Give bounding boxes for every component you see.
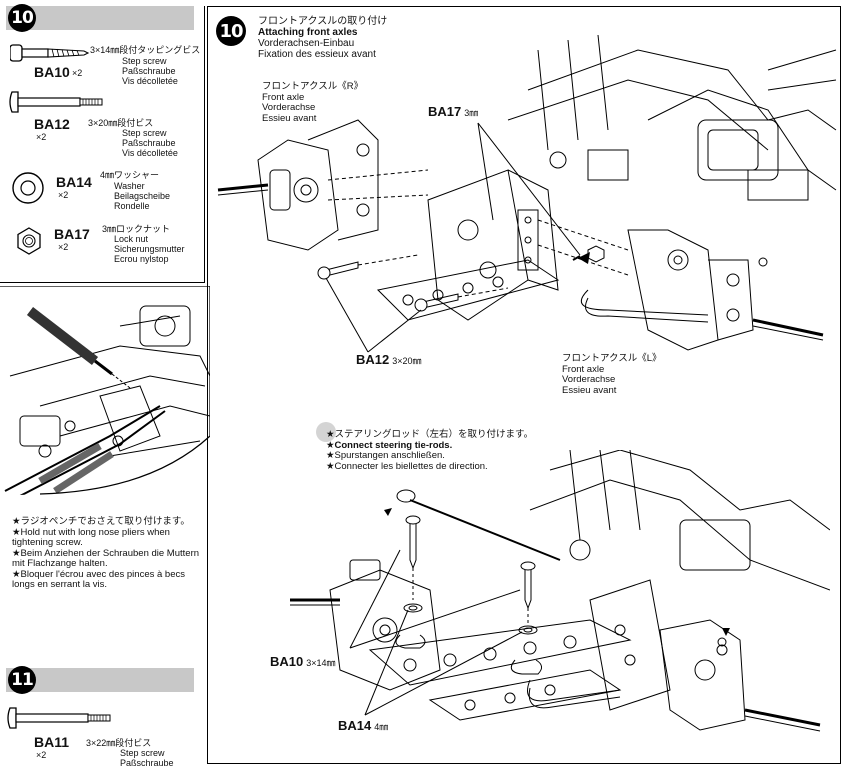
step10-number-badge: 10 — [8, 4, 36, 32]
ba12-qty: ×2 — [36, 132, 47, 142]
main-step-title: フロントアクスルの取り付け Attaching front axles Vord… — [258, 16, 388, 60]
front-axle-l-label: フロントアクスル《L》 Front axle Vorderachse Essie… — [562, 353, 662, 396]
ba17-code: BA17 — [54, 226, 90, 242]
ba14-code: BA14 — [56, 174, 92, 190]
ba14-qty: ×2 — [58, 190, 69, 200]
pliers-note: ★ラジオペンチでおさえて取り付けます。 ★Hold nut with long … — [12, 516, 200, 590]
tierod-note-highlight — [316, 422, 336, 442]
ba12-code: BA12 — [34, 116, 70, 132]
ba14-spec: 4㎜ワッシャー — [100, 170, 160, 180]
ba10-code: BA10 — [34, 64, 70, 80]
ba11-spec: 3×22㎜段付ビス — [86, 738, 152, 748]
parts-divider-horizontal — [0, 282, 205, 283]
ba17-spec: 3㎜ロックナット — [102, 224, 171, 234]
step10-main-frame — [207, 6, 841, 764]
ba10-spec: 3×14㎜段付タッピングビス — [90, 45, 201, 55]
steering-tierod-drawing — [290, 450, 830, 732]
pliers-inset-drawing — [0, 286, 210, 496]
main-step-number-badge: 10 — [216, 16, 246, 46]
step11-number-badge: 11 — [8, 666, 36, 694]
front-axle-exploded-drawing — [217, 34, 837, 353]
ba11-screw-icon — [7, 707, 111, 729]
step11-header-bar — [6, 668, 194, 692]
parts-divider-vertical — [204, 6, 205, 282]
ba10-screw-icon — [10, 44, 90, 62]
ba17-locknut-icon — [17, 227, 41, 255]
tierod-note: ★ステアリングロッド（左右）を取り付けます。 ★Connect steering… — [326, 429, 534, 472]
ba11-qty: ×2 — [36, 750, 47, 760]
front-axle-r-label: フロントアクスル《R》 Front axle Vorderachse Essie… — [262, 81, 364, 124]
ba10-qty: ×2 — [72, 68, 83, 78]
step10-header-bar — [6, 6, 194, 30]
ba11-code: BA11 — [34, 734, 70, 750]
ba12-spec: 3×20㎜段付ビス — [88, 118, 154, 128]
ba14-washer-icon — [12, 172, 44, 204]
ba12-screw-icon — [9, 91, 103, 113]
ba17-qty: ×2 — [58, 242, 69, 252]
